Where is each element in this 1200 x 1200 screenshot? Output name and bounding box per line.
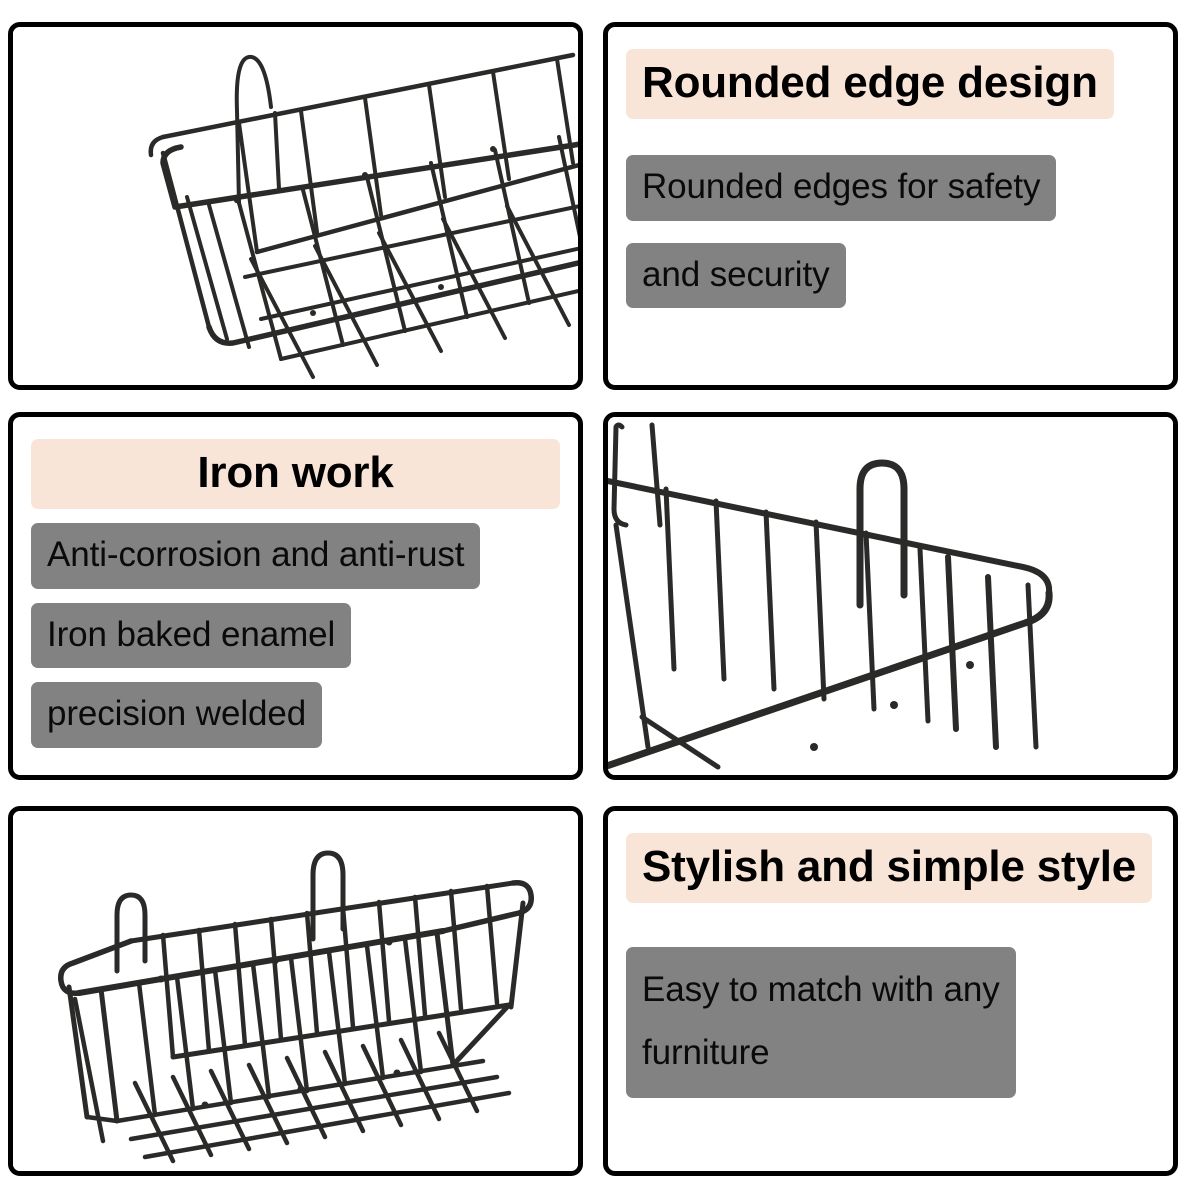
panel-title-iron-work: Iron work <box>31 439 560 510</box>
bullet-iron-baked-enamel: Iron baked enamel <box>31 602 352 669</box>
panel-title-rounded-edge-design: Rounded edge design <box>626 49 1114 120</box>
panel-title-stylish-and-simple-style: Stylish and simple style <box>626 833 1153 904</box>
wire-basket-angled-photo <box>13 27 578 385</box>
bullet-easy-to-match: Easy to match with any furniture <box>626 947 1016 1098</box>
panel-rounded-edge-design: Rounded edge design Rounded edges for sa… <box>603 22 1178 390</box>
panel-photo-corner-detail <box>603 412 1178 780</box>
bullet-line-2: furniture <box>642 1032 770 1072</box>
bullet-and-security: and security <box>626 242 846 309</box>
panel-iron-work: Iron work Anti-corrosion and anti-rust I… <box>8 412 583 780</box>
panel-photo-angled-basket <box>8 22 583 390</box>
bullet-precision-welded: precision welded <box>31 682 323 748</box>
bullet-rounded-edges-for-safety: Rounded edges for safety <box>626 155 1057 221</box>
bullet-anti-corrosion-and-anti-rust: Anti-corrosion and anti-rust <box>31 523 481 589</box>
wire-basket-full-photo <box>13 811 578 1171</box>
bullet-line-1: Easy to match with any <box>642 970 1000 1010</box>
wire-basket-corner-detail-photo <box>608 417 1173 775</box>
panel-stylish-simple-style: Stylish and simple style Easy to match w… <box>603 806 1178 1176</box>
panel-photo-full-basket <box>8 806 583 1176</box>
